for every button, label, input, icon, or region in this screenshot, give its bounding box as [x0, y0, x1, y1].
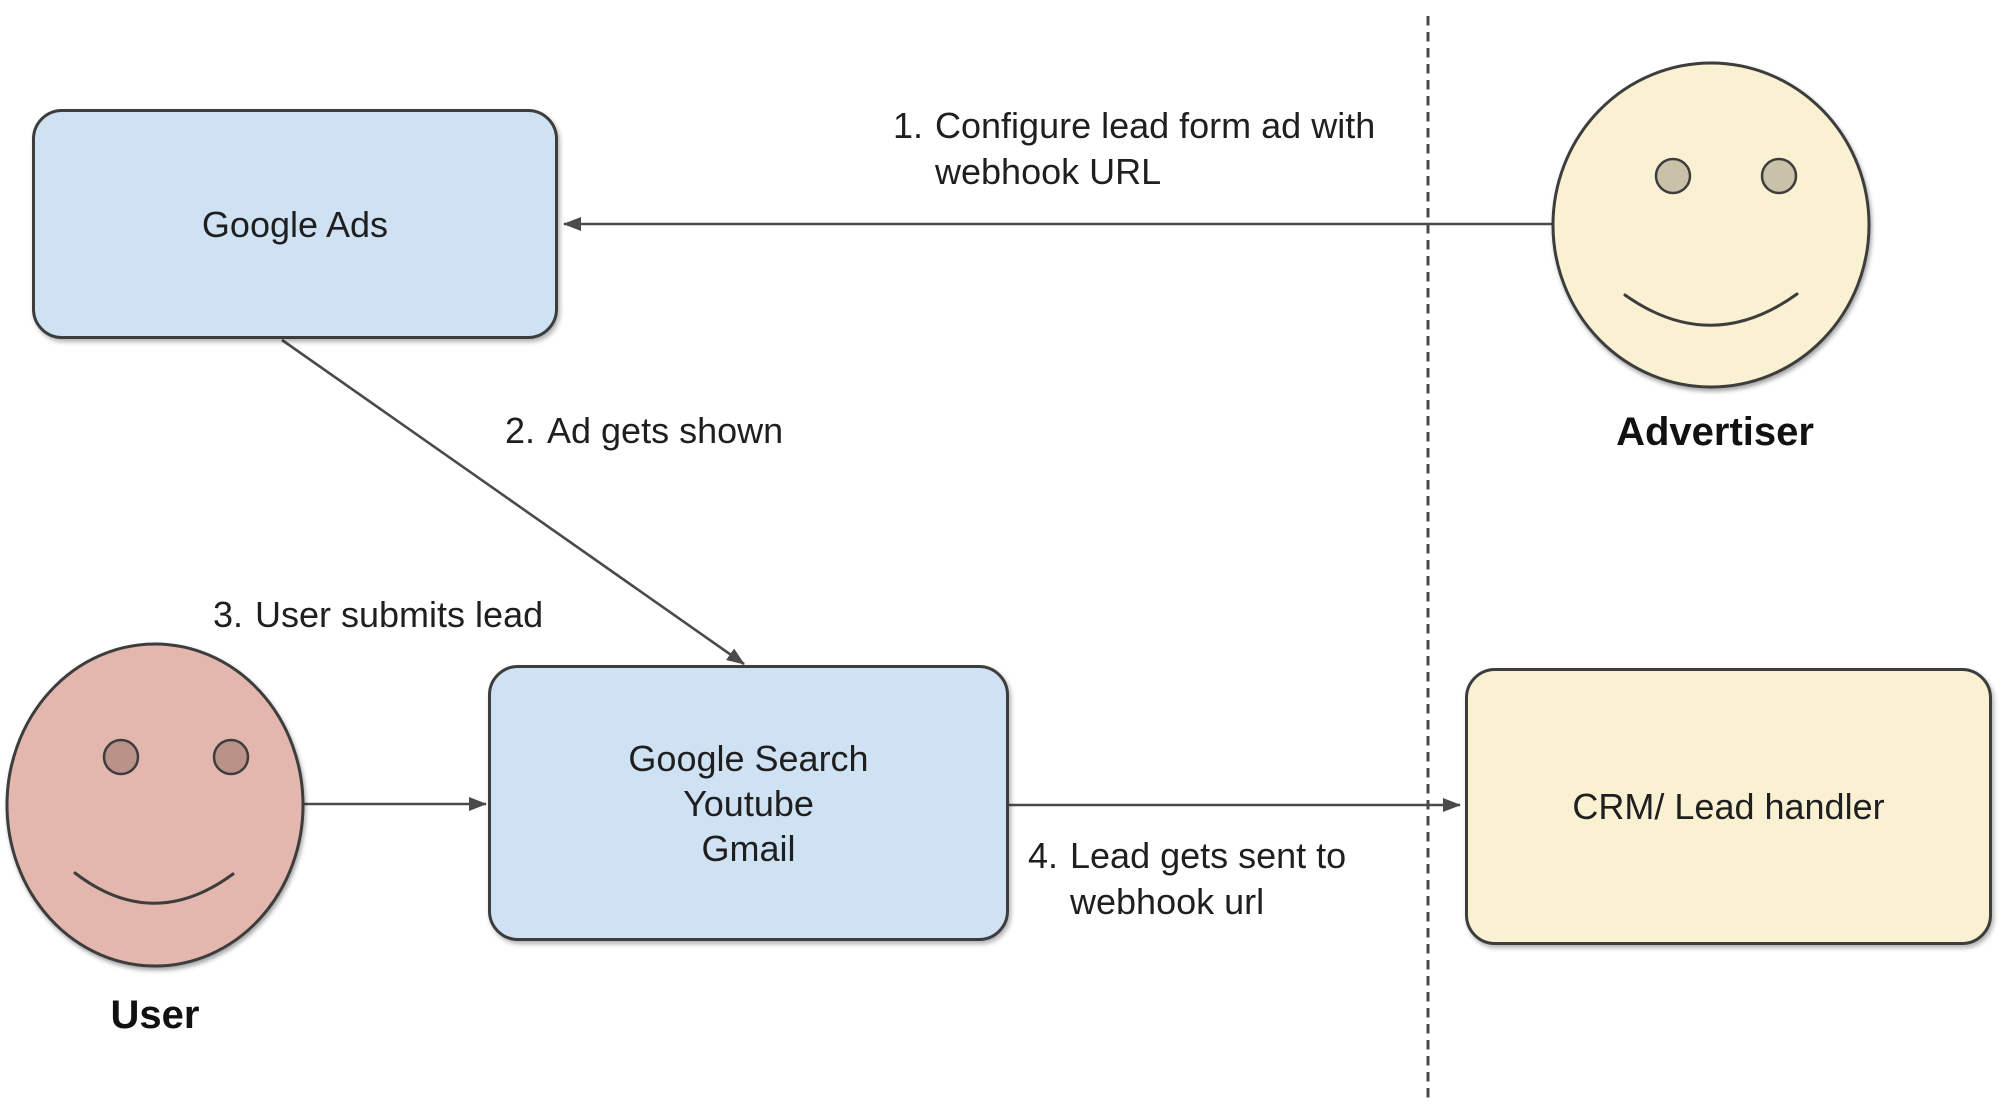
step-1-label: 1. Configure lead form ad with webhook U…: [893, 103, 1375, 195]
advertiser-smile: [1623, 292, 1799, 327]
google-ads-label: Google Ads: [201, 203, 389, 245]
step-3-text: User submits lead: [255, 594, 544, 635]
step-4-number: 4.: [1028, 835, 1059, 876]
user-smile: [73, 871, 235, 905]
step-1-text: Configure lead form ad with webhook URL: [935, 105, 1376, 192]
user-left-eye: [102, 738, 140, 776]
advertiser-label: Advertiser: [1616, 410, 1814, 454]
user-face-icon: [5, 642, 305, 968]
step-1-number: 1.: [893, 105, 924, 146]
google-properties-line-3: Gmail: [701, 827, 796, 869]
crm-label: CRM/ Lead handler: [1572, 786, 1885, 827]
google-properties-node: Google Search Youtube Gmail: [488, 665, 1009, 941]
step-2-number: 2.: [505, 410, 536, 451]
advertiser-face-circle: [1551, 61, 1871, 389]
step-4-label: 4. Lead gets sent to webhook url: [1028, 833, 1346, 925]
step-3-number: 3.: [213, 594, 244, 635]
user-label: User: [110, 993, 200, 1037]
step-2-text: Ad gets shown: [547, 410, 784, 451]
arrow-googleads-to-properties: [281, 338, 745, 666]
user-right-eye: [212, 738, 250, 776]
google-properties-line-2: Youtube: [683, 782, 814, 824]
step-4-text: Lead gets sent to webhook url: [1070, 835, 1347, 922]
step-2-label: 2. Ad gets shown: [505, 408, 783, 454]
google-properties-line-1: Google Search: [628, 737, 869, 779]
crm-node: CRM/ Lead handler: [1465, 668, 1992, 945]
advertiser-left-eye: [1654, 157, 1692, 195]
advertiser-right-eye: [1760, 157, 1798, 195]
google-ads-node: Google Ads: [32, 109, 558, 339]
user-face-circle: [5, 642, 305, 968]
advertiser-face-icon: [1551, 61, 1871, 389]
step-3-label: 3. User submits lead: [213, 592, 543, 638]
